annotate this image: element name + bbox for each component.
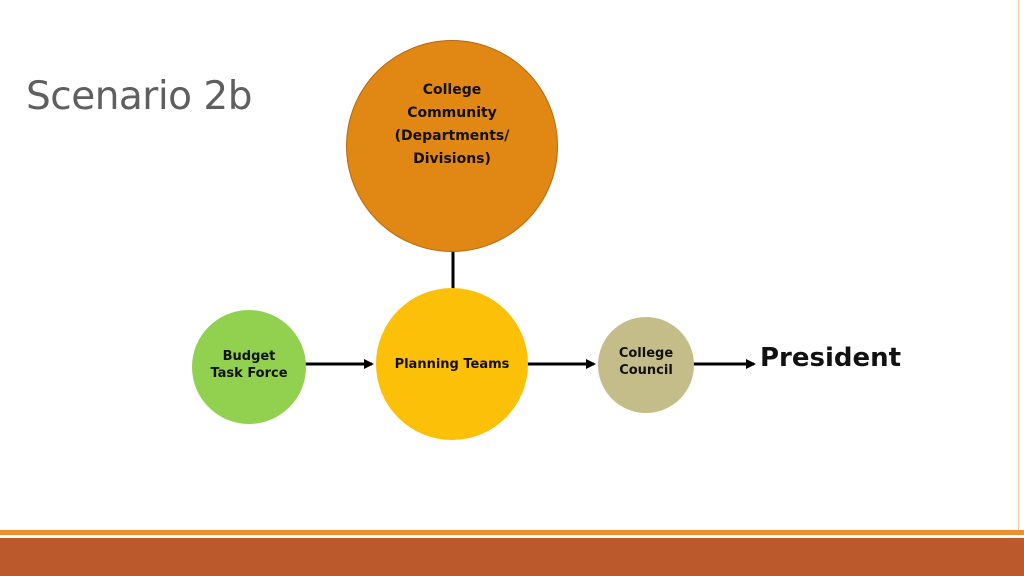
budget-task-force-node: Budget Task Force [192, 310, 306, 424]
footer-accent-line [0, 530, 1024, 535]
budget-task-force-label: Budget Task Force [210, 349, 288, 381]
college-council-node: College Council [598, 317, 694, 413]
footer-bar [0, 538, 1024, 576]
planning-teams-label: Planning Teams [394, 356, 510, 372]
college-community-node: College Community (Departments/ Division… [346, 40, 558, 252]
right-edge-rule [1018, 0, 1019, 530]
college-council-label: College Council [618, 346, 674, 378]
president-label: President [760, 343, 902, 373]
slide-title: Scenario 2b [26, 74, 253, 119]
planning-teams-node: Planning Teams [376, 288, 528, 440]
college-community-label: College Community (Departments/ Division… [394, 82, 510, 167]
